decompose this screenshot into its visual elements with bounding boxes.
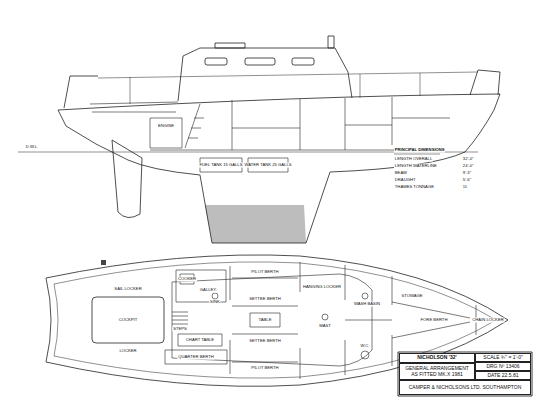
- part-label: ENGINE: [157, 124, 175, 129]
- part-label: COCKPIT: [118, 318, 138, 323]
- waterline-label: D.W.L.: [25, 145, 39, 150]
- title-block-cell: GENERAL ARRANGEMENT AS FITTED MK.X 1981: [399, 363, 475, 380]
- deck-edge: [54, 262, 496, 378]
- underline: [394, 154, 440, 155]
- table-cell: LENGTH WATERLINE: [394, 164, 438, 169]
- interior-plan: [165, 262, 476, 379]
- part-label: STOWAGE: [401, 294, 424, 299]
- window: [292, 58, 314, 65]
- title-text: DRG Nº 13406: [484, 364, 521, 370]
- title-frame: [398, 352, 532, 396]
- table-cell: 5'-6": [462, 178, 472, 183]
- table-cell: THAMES TONNAGE: [394, 185, 435, 190]
- part-label: SETTEE BERTH: [248, 339, 281, 344]
- part-label: PILOT BERTH: [251, 366, 280, 371]
- part-label: WATER TANK 25 GALLS: [244, 163, 293, 168]
- part-label: HANGING LOCKER: [302, 285, 342, 290]
- part-label: PILOT BERTH: [251, 270, 280, 275]
- hatch: [215, 43, 245, 48]
- part-label: SAIL LOCKER: [114, 287, 143, 292]
- pulpit: [470, 70, 500, 95]
- part-label: SINK: [209, 300, 220, 305]
- title-text: DATE 22.5.81: [485, 373, 520, 379]
- title-text: CAMPER & NICHOLSONS LTD. SOUTHAMPTON: [407, 385, 524, 391]
- hull-plan: [46, 255, 508, 386]
- table-cell: 24'-0": [462, 164, 474, 169]
- cockpit-coaming: [90, 102, 178, 112]
- title-block-cell: DRG Nº 13406: [475, 362, 531, 371]
- part-label: GALLEY: [199, 288, 217, 293]
- rudder: [112, 140, 142, 218]
- table-cell: 11: [462, 185, 468, 190]
- table-cell: 32'-0": [462, 157, 474, 162]
- part-label: QUARTER BERTH: [177, 355, 214, 360]
- stanchions: [130, 73, 420, 104]
- title-block-cell: SCALE ¾" = 1'-0": [475, 353, 531, 362]
- table-cell: BEAM: [394, 171, 407, 176]
- part-label: COOKER: [177, 277, 197, 282]
- ballast-keel: [205, 205, 306, 243]
- part-label: FUEL TANK 15 GALLS: [199, 163, 244, 168]
- title-text: NICHOLSON '32': [415, 355, 458, 361]
- mast-step: [328, 36, 334, 48]
- table-cell: 9'-3": [462, 171, 472, 176]
- part-label: TABLE: [258, 318, 273, 323]
- interior-profile: [150, 97, 450, 172]
- part-label: CHART TABLE: [185, 338, 215, 343]
- hull-profile: [58, 94, 500, 243]
- title-block-cell: DATE 22.5.81: [475, 371, 531, 380]
- part-label: WASH BASIN: [353, 302, 381, 307]
- part-label: CHAIN LOCKER: [471, 318, 504, 323]
- window: [245, 58, 275, 65]
- part-label: W.C.: [360, 344, 371, 349]
- part-label: LOCKER: [119, 349, 138, 354]
- title-block-cell: CAMPER & NICHOLSONS LTD. SOUTHAMPTON: [399, 380, 531, 395]
- title-text: SCALE ¾" = 1'-0": [481, 355, 524, 361]
- table-heading: PRINCIPAL DIMENSIONS: [394, 148, 445, 153]
- window: [205, 58, 227, 65]
- cockpit-plan: [92, 297, 164, 343]
- pushpit: [64, 76, 98, 108]
- part-label: MAST: [318, 324, 331, 329]
- coachroof-plan: [172, 274, 372, 366]
- part-label: SETTEE BERTH: [248, 297, 281, 302]
- lifeline: [98, 72, 478, 78]
- title-block-cell: NICHOLSON '32': [399, 353, 475, 363]
- table-cell: LENGTH OVERALL: [394, 157, 433, 162]
- table-cell: DRAUGHT: [394, 178, 416, 183]
- marker: [101, 260, 106, 265]
- part-label: FORE BERTH: [420, 318, 449, 323]
- title-text: GENERAL ARRANGEMENT AS FITTED MK.X 1981: [400, 366, 474, 378]
- part-label: STEPS: [172, 327, 187, 332]
